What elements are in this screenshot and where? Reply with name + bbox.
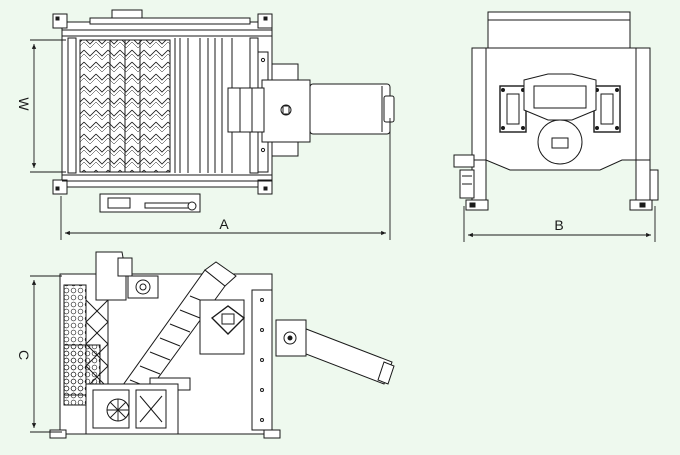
dimension-c-label: C bbox=[16, 350, 32, 360]
dimension-a-label: A bbox=[219, 216, 229, 232]
side-view bbox=[49, 251, 395, 439]
dimension-b-label: B bbox=[554, 217, 563, 233]
end-view bbox=[453, 11, 659, 211]
dimension-b bbox=[463, 206, 656, 242]
top-view bbox=[52, 9, 395, 213]
drive-motor bbox=[309, 83, 391, 135]
dimension-a bbox=[60, 118, 391, 240]
dimension-c bbox=[30, 275, 62, 433]
foot-left bbox=[465, 199, 489, 211]
corner-foot-tr bbox=[257, 13, 273, 29]
corner-foot-bl bbox=[52, 179, 68, 195]
dimension-w-label: W bbox=[16, 97, 32, 111]
dimension-w bbox=[30, 39, 66, 173]
corner-foot-tl bbox=[52, 13, 68, 29]
